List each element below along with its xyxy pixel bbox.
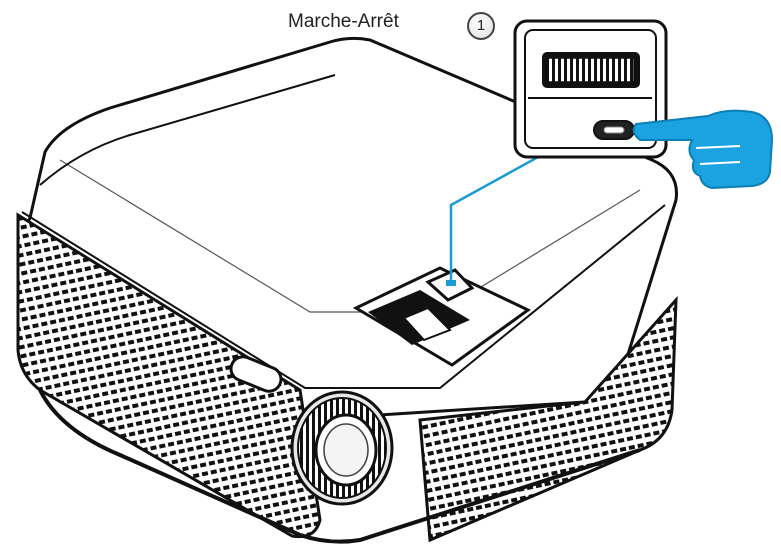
control-panel xyxy=(352,266,531,367)
indicator-led xyxy=(229,355,283,393)
pointing-hand-icon xyxy=(632,109,774,190)
focus-wheel-icon xyxy=(542,52,640,88)
callout-label: Marche-Arrêt xyxy=(288,11,399,32)
lens-icon xyxy=(290,390,394,506)
step-number-badge: 1 xyxy=(467,12,495,40)
power-button-icon[interactable] xyxy=(446,280,456,286)
inset-closeup xyxy=(513,19,668,159)
